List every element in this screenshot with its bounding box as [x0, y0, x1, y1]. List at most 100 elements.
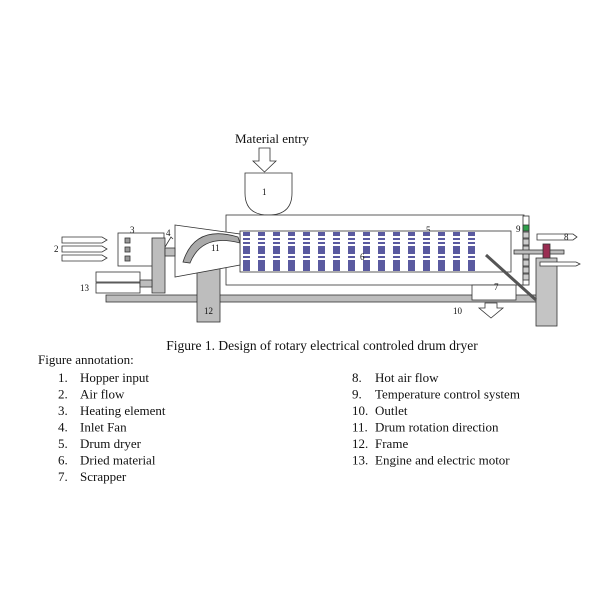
material-stripe [453, 232, 460, 236]
figure-caption: Figure 1. Design of rotary electrical co… [166, 338, 478, 353]
annotation-heading: Figure annotation: [38, 352, 134, 367]
fan-shaft [164, 247, 176, 257]
engine [95, 282, 141, 294]
annotation-text: Hot air flow [375, 370, 439, 385]
temperature-control-cells [522, 224, 530, 281]
material-stripe [333, 232, 340, 236]
fan-arrow-icon [164, 236, 174, 248]
material-stripe [408, 256, 415, 258]
material-stripe [408, 238, 415, 240]
annotation-text: Air flow [80, 387, 125, 402]
control-cell [522, 273, 530, 281]
material-stripe [378, 232, 385, 236]
control-cell [522, 238, 530, 246]
hot-air-arrow-icon [539, 261, 581, 267]
material-stripe [288, 246, 295, 254]
annotation-number: 4. [58, 420, 68, 435]
material-stripe [318, 232, 325, 236]
material-stripe [468, 238, 475, 240]
label-10: 10 [453, 306, 463, 316]
material-stripe [348, 242, 355, 244]
material-stripe [363, 260, 370, 271]
drive-shaft [513, 249, 565, 255]
material-stripe [348, 238, 355, 240]
label-8: 8 [564, 232, 569, 242]
material-stripe [348, 232, 355, 236]
label-1: 1 [262, 187, 267, 197]
material-stripe [348, 260, 355, 271]
material-stripe [408, 260, 415, 271]
material-stripe [273, 260, 280, 271]
material-stripe [273, 246, 280, 254]
material-stripe [258, 260, 265, 271]
material-stripe [453, 260, 460, 271]
annotation-number: 13. [352, 453, 368, 468]
material-stripe [423, 260, 430, 271]
annotation-text: Dried material [80, 453, 156, 468]
dried-material [243, 232, 475, 271]
material-stripe [318, 238, 325, 240]
material-stripe [273, 256, 280, 258]
annotation-number: 9. [352, 387, 362, 402]
material-stripe [243, 242, 250, 244]
annotation-number: 7. [58, 469, 68, 484]
material-entry-arrow-icon [252, 147, 277, 173]
control-cell [522, 266, 530, 274]
air-flow-arrow-icon [61, 254, 108, 262]
material-stripe [408, 246, 415, 254]
material-stripe [438, 232, 445, 236]
control-cell [522, 224, 530, 232]
material-stripe [333, 256, 340, 258]
material-stripe [393, 242, 400, 244]
material-stripe [393, 232, 400, 236]
material-stripe [438, 242, 445, 244]
hot-air-arrow-icon [536, 233, 578, 241]
annotation-text: Temperature control system [375, 387, 520, 402]
inlet-fan [151, 237, 166, 294]
material-stripe [378, 260, 385, 271]
annotation-number: 5. [58, 436, 68, 451]
coupling [542, 243, 551, 259]
material-stripe [303, 256, 310, 258]
label-11: 11 [211, 243, 220, 253]
label-9: 9 [516, 224, 521, 234]
rotation-direction-arrow-icon [182, 233, 241, 264]
material-stripe [288, 242, 295, 244]
material-stripe [423, 232, 430, 236]
material-stripe [318, 256, 325, 258]
material-stripe [438, 260, 445, 271]
material-stripe [288, 232, 295, 236]
material-stripe [303, 260, 310, 271]
material-stripe [378, 246, 385, 254]
material-stripe [303, 242, 310, 244]
material-stripe [303, 232, 310, 236]
material-stripe [468, 260, 475, 271]
material-stripe [438, 246, 445, 254]
material-stripe [243, 256, 250, 258]
material-stripe [468, 256, 475, 258]
material-stripe [423, 242, 430, 244]
material-stripe [318, 246, 325, 254]
material-stripe [318, 260, 325, 271]
material-stripe [243, 238, 250, 240]
label-12: 12 [204, 306, 213, 316]
heating-coil [124, 246, 131, 253]
electric-motor [95, 271, 141, 283]
material-stripe [333, 242, 340, 244]
annotation-number: 10. [352, 403, 368, 418]
label-3: 3 [130, 225, 135, 235]
annotation-number: 1. [58, 370, 68, 385]
material-stripe [258, 232, 265, 236]
material-stripe [258, 246, 265, 254]
frame-leg-right [535, 257, 558, 327]
material-stripe [258, 256, 265, 258]
label-7: 7 [494, 282, 499, 292]
material-stripe [348, 256, 355, 258]
annotation-number: 2. [58, 387, 68, 402]
annotation-number: 6. [58, 453, 68, 468]
material-stripe [258, 242, 265, 244]
material-stripe [363, 238, 370, 240]
